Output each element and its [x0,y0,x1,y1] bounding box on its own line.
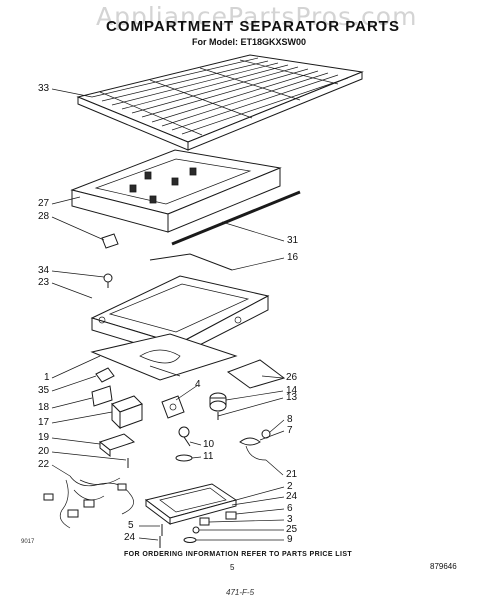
part-18-bracket [91,385,113,407]
leader-lines [51,88,285,541]
watermark: AppliancePartsPros.com [96,2,418,31]
callout-10: 10 [203,439,215,450]
callout-18: 18 [38,402,50,413]
callout-13: 13 [286,392,298,403]
part-11-washer [175,454,193,462]
part-35-clip [95,367,115,383]
part-25-nut [192,526,200,534]
diagram-title: COMPARTMENT SEPARATOR PARTS [106,18,400,35]
part-7-heater-end [239,437,261,446]
lower-housing [90,333,238,381]
part-17-control [111,395,143,430]
part-33-grille [76,54,364,151]
document-number: 879646 [430,562,457,571]
ordering-note: FOR ORDERING INFORMATION REFER TO PARTS … [124,551,353,558]
callout-3: 3 [287,514,293,525]
callout-33: 33 [38,83,50,94]
callout-24-right: 24 [286,491,298,502]
callout-11: 11 [203,451,214,462]
page-number: 5 [230,563,235,572]
model-subtitle: For Model: ET18GKXSW00 [192,37,307,47]
callout-7: 7 [287,425,293,436]
callout-20: 20 [38,446,50,457]
part-31-gasket-strip [171,190,301,246]
callout-21: 21 [286,469,298,480]
callout-27: 27 [38,198,50,209]
callout-35: 35 [38,385,50,396]
callout-4: 4 [195,379,201,390]
part-22-wiring-harness [43,475,134,529]
part-14-knob [209,392,227,412]
part-2-base-bracket [144,483,238,525]
callout-25: 25 [286,524,298,535]
part-34-screw [103,273,113,288]
callout-22: 22 [38,459,50,470]
part-4-knob [161,395,185,419]
part-10-sensor [178,426,191,447]
part-28-block [101,233,119,249]
callout-23: 23 [38,277,50,288]
corner-code: 9017 [21,539,35,545]
callout-5: 5 [128,520,134,531]
callout-9: 9 [287,534,293,545]
callout-26: 26 [286,372,298,383]
callout-8: 8 [287,414,293,425]
callout-34: 34 [38,265,50,276]
part-19-thermostat [98,433,136,458]
callout-17: 17 [38,417,50,428]
callout-16: 16 [287,252,299,263]
part-26-damper [226,359,286,389]
callout-19: 19 [38,432,50,443]
part-21-wire [245,445,267,461]
part-27-separator-frame [70,149,282,233]
callout-14: 14 [286,385,298,396]
callout-31: 31 [287,235,299,246]
handwritten-note: 471-F-5 [226,588,255,597]
callout-2: 2 [287,481,293,492]
part-9-washer [183,537,197,543]
part-6-connector [225,511,237,520]
part-3-switch [199,517,210,526]
callout-24-left: 24 [124,532,136,543]
callout-6: 6 [287,503,293,514]
callout-1: 1 [44,372,50,383]
part-16-wire [149,253,233,271]
callout-28: 28 [38,211,50,222]
